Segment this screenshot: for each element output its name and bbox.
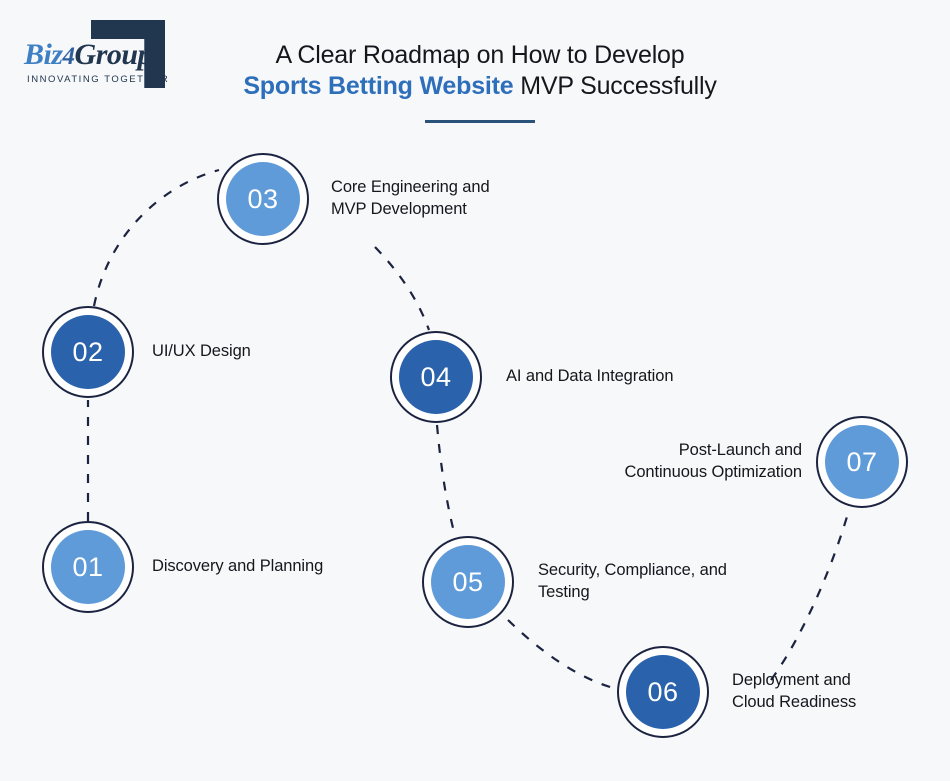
logo-word-group: Group [74,38,153,71]
step-circle-05[interactable]: 05 [422,536,514,628]
step-circle-fill-03: 03 [226,162,300,236]
step-label-05: Security, Compliance, and Testing [538,561,727,601]
step-circle-fill-02: 02 [51,315,125,389]
page-title: A Clear Roadmap on How to Develop Sports… [240,40,720,123]
step-circle-02[interactable]: 02 [42,306,134,398]
step-number-04: 04 [420,361,452,392]
connector-03-04 [374,246,431,331]
brand-logo: Biz4Group INNOVATING TOGETHER [18,16,178,94]
step-label-04: AI and Data Integration [506,367,674,385]
logo-word-four: 4 [62,43,76,70]
step-number-05: 05 [452,566,484,597]
title-line-1: A Clear Roadmap on How to Develop [275,41,685,69]
step-number-01: 01 [72,551,104,582]
step-circle-01[interactable]: 01 [42,521,134,613]
step-circle-07[interactable]: 07 [816,416,908,508]
logo-wordmark: Biz4Group [24,38,153,72]
step-circle-06[interactable]: 06 [617,646,709,738]
connector-04-05 [435,424,457,537]
logo-tagline: INNOVATING TOGETHER [27,74,170,85]
step-label-02: UI/UX Design [152,342,251,360]
title-line-2: Sports Betting Website MVP Successfully [240,71,720,102]
step-circle-03[interactable]: 03 [217,153,309,245]
step-number-02: 02 [72,336,104,367]
step-circle-fill-06: 06 [626,655,700,729]
connector-05-06 [507,619,618,691]
logo-word-biz: Biz [24,38,63,71]
step-circle-fill-07: 07 [825,425,899,499]
step-number-07: 07 [846,446,878,477]
step-label-07: Post-Launch and Continuous Optimization [624,441,803,481]
title-underline-rule [425,120,535,123]
title-accent-text: Sports Betting Website [243,72,514,100]
step-number-03: 03 [247,183,279,214]
step-circle-04[interactable]: 04 [390,331,482,423]
step-number-06: 06 [647,676,679,707]
connector-02-03 [92,168,220,307]
title-rest-text: MVP Successfully [513,72,717,100]
step-circle-fill-04: 04 [399,340,473,414]
step-label-03: Core Engineering and MVP Development [331,178,490,218]
step-label-06: Deployment and Cloud Readiness [732,671,857,711]
step-circle-fill-05: 05 [431,545,505,619]
step-circle-fill-01: 01 [51,530,125,604]
step-label-01: Discovery and Planning [152,557,324,575]
